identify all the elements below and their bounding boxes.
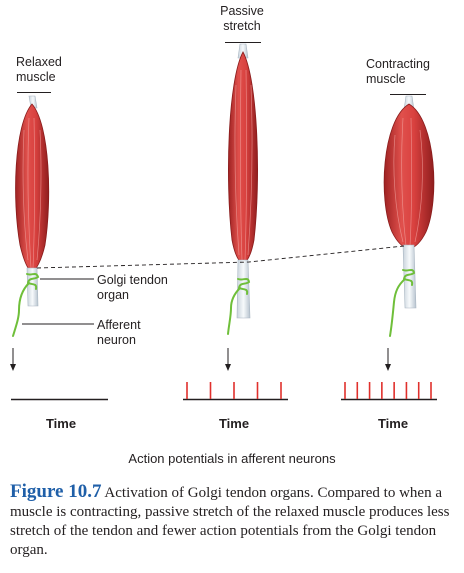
- label-contracting-underline: [390, 94, 426, 96]
- arrow-contracting: [385, 348, 391, 371]
- spikes-contracting: [344, 382, 432, 399]
- time-label-relaxed: Time: [45, 416, 77, 431]
- label-relaxed-muscle: Relaxed muscle: [16, 55, 62, 84]
- label-relaxed-underline: [17, 92, 51, 94]
- label-afferent-neuron: Afferent neuron: [97, 318, 141, 347]
- time-label-contracting: Time: [377, 416, 409, 431]
- caption-text: Activation of Golgi tendon organs. Compa…: [10, 485, 450, 558]
- dashed-reference-line: [36, 245, 405, 269]
- contracting-muscle: [383, 95, 435, 309]
- arrow-relaxed: [10, 348, 16, 371]
- label-passive-stretch: Passive stretch: [220, 4, 264, 33]
- time-label-passive: Time: [218, 416, 250, 431]
- label-passive-underline: [225, 42, 261, 44]
- afferent-neuron-relaxed: [12, 272, 40, 337]
- figure-number: Figure 10.7: [10, 481, 102, 502]
- figure-caption: Figure 10.7 Activation of Golgi tendon o…: [10, 482, 456, 560]
- action-potentials-label: Action potentials in afferent neurons: [128, 451, 336, 466]
- label-contracting-muscle: Contracting muscle: [366, 57, 430, 86]
- afferent-neuron-passive: [227, 277, 251, 335]
- passive-stretch-muscle: [228, 43, 258, 319]
- afferent-neuron-contracting: [389, 268, 416, 337]
- label-golgi-tendon-organ: Golgi tendon organ: [97, 273, 168, 302]
- spikes-passive: [186, 382, 282, 399]
- arrow-passive: [225, 348, 231, 371]
